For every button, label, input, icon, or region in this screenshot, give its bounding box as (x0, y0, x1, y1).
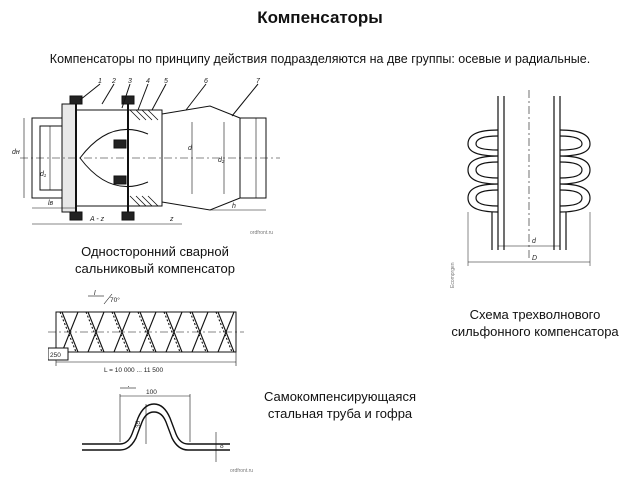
dim-d: d (188, 145, 193, 152)
dim-az: A - z (89, 216, 105, 223)
bellows-compensator-drawing: d D Ecomprgen (450, 90, 591, 288)
dim-d1: d₁ (40, 171, 47, 178)
part-label-7: 7 (256, 78, 261, 85)
part-label-5: 5 (164, 78, 168, 85)
bellows-dim-D: D (532, 255, 537, 262)
gofra-dim-l: l (128, 386, 130, 389)
bellows-watermark: Ecomprgen (450, 262, 456, 288)
dim-z: z (169, 216, 174, 223)
dim-d2: d₂ (218, 157, 225, 164)
pipe-dim-250: 250 (50, 352, 61, 359)
gland-caption: Односторонний сварной сальниковый компен… (50, 243, 260, 277)
gofra-dim-35: 35 (135, 420, 142, 428)
part-label-2: 2 (111, 78, 116, 85)
page-subtitle: Компенсаторы по принципу действия подраз… (49, 52, 591, 66)
bellows-dim-d: d (532, 238, 537, 245)
gofra-watermark: ordfront.ru (230, 468, 253, 474)
self-compensating-pipe-drawing: l 70° 250 L = 10 000 ... 11 500 (48, 290, 244, 374)
bellows-caption-line2: сильфонного компенсатора (451, 324, 619, 339)
pipe-dim-angle: 70° (110, 296, 120, 304)
part-label-4: 4 (146, 78, 150, 85)
gland-caption-line2: сальниковый компенсатор (75, 261, 235, 276)
gofra-dim-100: 100 (146, 389, 157, 396)
dim-dn: dн (12, 149, 20, 156)
gland-compensator-drawing: 1 2 3 4 5 6 7 lв A - z z h dн d₁ d d₂ or… (12, 78, 280, 236)
page-title: Компенсаторы (257, 8, 383, 27)
bellows-caption-line1: Схема трехволнового (469, 307, 601, 322)
bellows-caption: Схема трехволнового сильфонного компенса… (430, 306, 640, 340)
part-label-6: 6 (204, 78, 208, 85)
part-label-1: 1 (98, 78, 102, 85)
gofra-drawing: l 100 35 δ ordfront.ru (82, 386, 253, 474)
gland-watermark: ordfront.ru (250, 230, 273, 236)
gofra-dim-delta: δ (220, 443, 224, 450)
part-label-3: 3 (128, 78, 132, 85)
gofra-caption-line2: стальная труба и гофра (267, 406, 413, 421)
dim-h: h (232, 203, 236, 210)
gofra-caption: Самокомпенсирующаяся стальная труба и го… (240, 388, 440, 422)
pipe-dim-L: L = 10 000 ... 11 500 (104, 367, 163, 374)
gland-caption-line1: Односторонний сварной (81, 244, 229, 259)
pipe-dim-l: l (94, 290, 96, 297)
gofra-caption-line1: Самокомпенсирующаяся (264, 389, 416, 404)
dim-lg: lв (48, 200, 54, 207)
